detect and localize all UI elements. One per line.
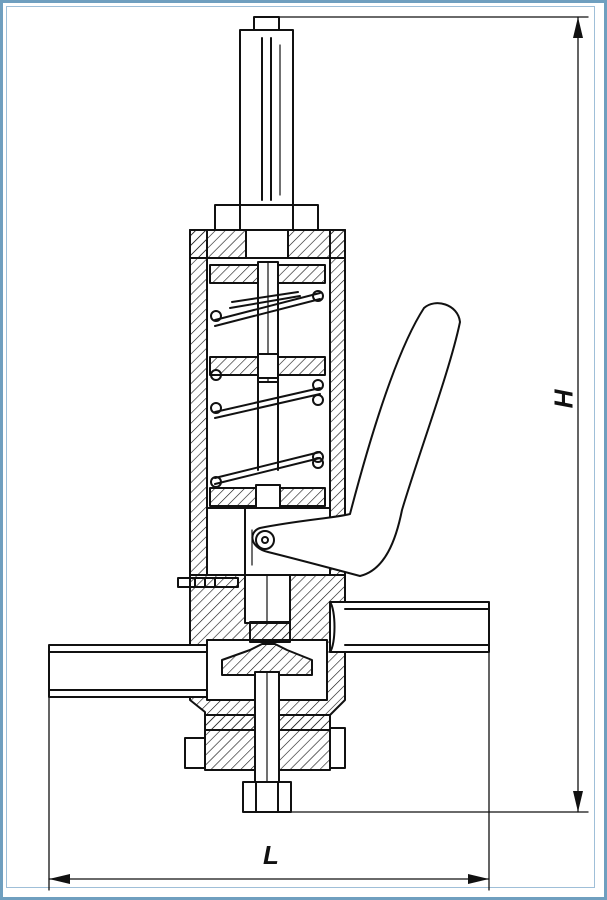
bottom-cap: [184, 671, 346, 813]
dimension-h: [269, 16, 589, 813]
dimension-label-l: L: [263, 840, 279, 870]
middle-spring-plate: [209, 353, 326, 379]
figure-frame-inner: [6, 6, 595, 888]
valve-stem: [239, 16, 294, 206]
top-nut: [214, 204, 319, 231]
middle-spring: [210, 369, 324, 471]
lower-spring-plate: [206, 484, 331, 510]
dimension-l: [48, 609, 490, 891]
inlet-pipe: [48, 644, 208, 698]
lever-handle[interactable]: [251, 302, 461, 577]
outlet-pipe: [329, 601, 490, 653]
upper-spring-plate: [209, 261, 326, 383]
dimension-label-h: H: [548, 389, 579, 409]
valve-body: [189, 574, 346, 731]
upper-spring: [210, 290, 324, 327]
